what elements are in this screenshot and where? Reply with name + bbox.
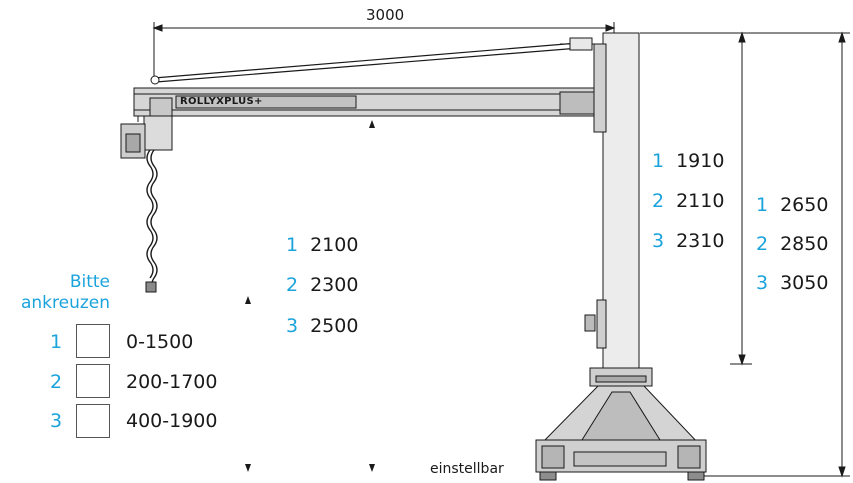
option-2-number: 2 (50, 371, 63, 393)
tie-rod (150, 37, 600, 85)
hoist-hose (145, 149, 158, 293)
height-dimensions (640, 31, 850, 478)
jib-beam (133, 87, 605, 122)
option-1-range: 0-1500 (126, 331, 194, 353)
crane-column (584, 32, 640, 374)
width-dimension-label: 3000 (366, 6, 405, 24)
level-markers (245, 120, 375, 472)
hoist (120, 97, 173, 159)
option-1-number: 1 (50, 331, 63, 353)
brand-label: ROLLYXPLUS+ (180, 96, 263, 107)
option-2-checkbox[interactable] (76, 364, 110, 398)
adjustable-label: einstellbar (428, 461, 506, 477)
selection-hint: Bitte ankreuzen (20, 272, 110, 314)
option-2-range: 200-1700 (126, 371, 218, 393)
option-1-checkbox[interactable] (76, 324, 110, 358)
option-3-number: 3 (50, 410, 63, 432)
option-3-checkbox[interactable] (76, 404, 110, 438)
width-dimension (152, 22, 616, 84)
crane-base (535, 367, 707, 481)
option-3-range: 400-1900 (126, 410, 218, 432)
